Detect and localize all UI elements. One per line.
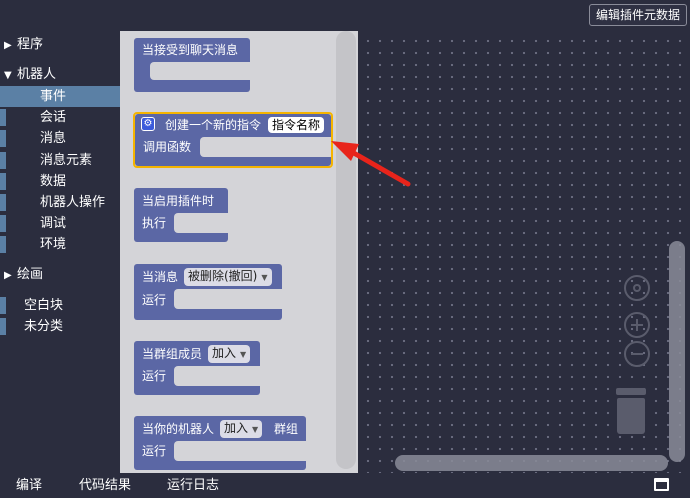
workspace-vertical-scrollbar[interactable] <box>669 241 685 462</box>
category-draw[interactable]: ▶绘画 <box>0 265 43 285</box>
sidebar-item-session[interactable]: 会话 <box>0 107 120 128</box>
sidebar-item-message-element[interactable]: 消息元素 <box>0 150 120 171</box>
message-event-dropdown[interactable]: 被删除(撤回)▼ <box>184 268 272 286</box>
block-on-group-member[interactable]: 当群组成员 加入▼ 运行 <box>134 341 260 395</box>
gear-icon[interactable]: ⚙ <box>141 117 155 131</box>
workspace-horizontal-scrollbar[interactable] <box>395 455 668 471</box>
sidebar-item-uncategorized[interactable]: 未分类 <box>0 316 120 337</box>
sidebar-item-environment[interactable]: 环境 <box>0 234 120 255</box>
triangle-right-icon: ▶ <box>4 40 12 51</box>
category-robot[interactable]: ▼机器人 <box>0 65 56 85</box>
robot-group-dropdown[interactable]: 加入▼ <box>220 420 263 438</box>
sidebar-item-blank-block[interactable]: 空白块 <box>0 295 120 316</box>
bottom-bar: 编译 代码结果 运行日志 <box>0 473 690 498</box>
sidebar-item-message[interactable]: 消息 <box>0 128 120 149</box>
tab-compile[interactable]: 编译 <box>16 478 43 493</box>
window-icon[interactable] <box>654 478 669 491</box>
tab-code-result[interactable]: 代码结果 <box>79 478 132 493</box>
block-on-message-deleted[interactable]: 当消息 被删除(撤回)▼ 运行 <box>134 264 282 320</box>
triangle-right-icon: ▶ <box>4 270 12 281</box>
category-program[interactable]: ▶程序 <box>0 35 43 55</box>
command-name-field[interactable]: 指令名称 <box>268 117 325 133</box>
sidebar-item-events[interactable]: 事件 <box>0 86 120 107</box>
trash-icon[interactable] <box>614 388 648 436</box>
block-flyout <box>120 31 358 473</box>
sidebar-item-robot-ops[interactable]: 机器人操作 <box>0 192 120 213</box>
block-on-chat-message[interactable]: 当接受到聊天消息 <box>134 38 250 92</box>
tab-run-log[interactable]: 运行日志 <box>167 478 220 493</box>
triangle-down-icon: ▼ <box>4 70 12 81</box>
sidebar-item-data[interactable]: 数据 <box>0 171 120 192</box>
edit-plugin-metadata-button[interactable]: 编辑插件元数据 <box>588 4 687 26</box>
zoom-in-icon[interactable] <box>624 312 650 338</box>
top-bar: 编辑插件元数据 <box>0 0 690 31</box>
block-on-plugin-enabled[interactable]: 当启用插件时 执行 <box>134 188 228 242</box>
sidebar-item-debug[interactable]: 调试 <box>0 213 120 234</box>
block-create-command[interactable]: ⚙ 创建一个新的指令 指令名称 调用函数 <box>135 114 331 166</box>
block-on-robot-group[interactable]: 当你的机器人 加入▼ 群组 运行 <box>134 416 306 470</box>
selected-block-outline <box>133 112 333 168</box>
recenter-icon[interactable] <box>624 275 650 301</box>
member-event-dropdown[interactable]: 加入▼ <box>208 345 251 363</box>
flyout-scrollbar[interactable] <box>336 31 356 469</box>
zoom-out-icon[interactable] <box>624 341 650 367</box>
